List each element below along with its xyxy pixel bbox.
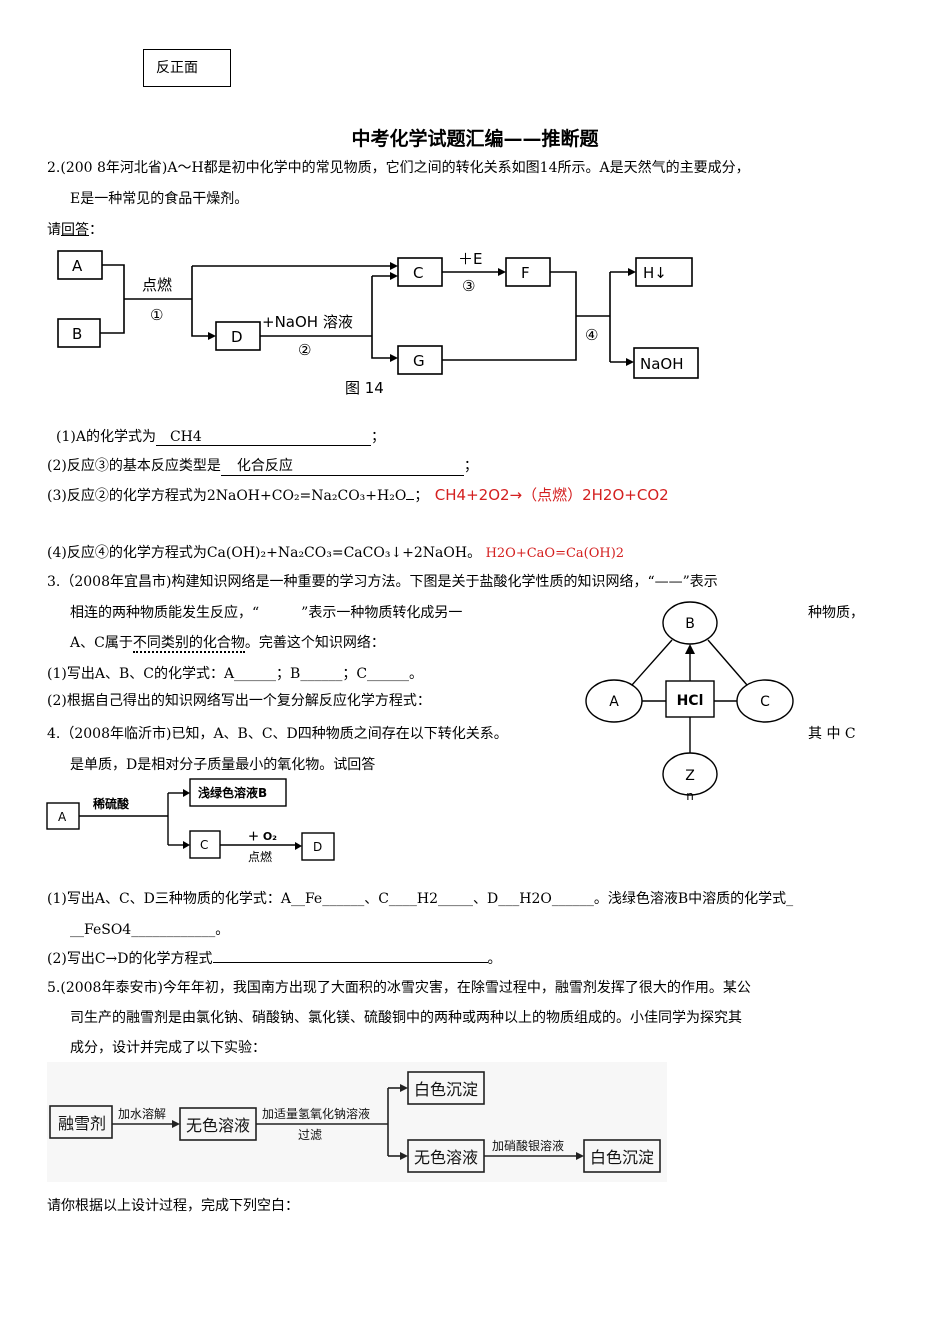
q4-sub2-blank [212,962,488,963]
q3-line3: A、C属于不同类别的化合物。完善这个知识网络： [70,632,385,653]
q2-answer-2-value: 化合反应 [236,458,293,474]
q3-line2: 相连的两种物质能发生反应，“ ”表示一种物质转化成另一 [70,602,462,622]
fig14-ignite: 点燃 [142,276,172,294]
q5-label-clear1: 无色溶液 [186,1116,250,1135]
q3-line2-a: 相连的两种物质能发生反应，“ [70,605,260,621]
q3-sub1: (1)写出A、B、C的化学式：A______；B______；C______。 [47,666,424,682]
q4-label-b: 浅绿色溶液B [198,785,267,800]
q4-label-c: C [200,838,208,852]
q4-sub2: (2)写出C→D的化学方程式 。 [47,948,502,968]
hcl-network-diagram: B A C HCl Z n [585,601,794,803]
hcl-label-b: B [685,616,695,632]
q5-box-snow [49,1105,113,1139]
q2-answer-3-suffix: ； [414,488,429,504]
q2-line1: 2.(200 8年河北省)A～H都是初中化学中的常见物质，它们之间的转化关系如图… [47,160,750,176]
q5-label-add-agno3: 加硝酸银溶液 [492,1138,564,1153]
q2-answer-3-equation: (3)反应②的化学方程式为2NaOH+CO₂=Na₂CO₃+H₂O [47,488,407,504]
header-box-label: 反正面 [156,60,198,76]
q3-line2-tail: 种物质， [808,605,864,621]
q4-diagram: A 稀硫酸 浅绿色溶液B C D ＋ O₂ 点燃 [46,778,335,864]
q2-line2: E是一种常见的食品干燥剂。 [70,191,249,207]
q4-label-d: D [313,840,322,854]
q4-label-acid: 稀硫酸 [93,796,130,811]
hcl-label-zn-2: n [686,789,694,803]
q5-line1: 5.(2008年泰安市)今年年初，我国南方出现了大面积的冰雪灾害，在除雪过程中，… [47,980,751,996]
q2-prompt: 请回答： [47,219,103,239]
hcl-label-zn-1: Z [685,768,695,784]
q3-line3-emphasis: 不同类别的化合物 [132,635,245,653]
q2-answer-2: (2)反应③的基本反应类型是化合反应 ； [47,455,478,476]
q5-label-add-naoh: 加适量氢氧化钠溶液 [262,1106,370,1121]
q4-sub1-line2: __FeSO4____________。 [70,922,230,938]
q5-label-snow: 融雪剂 [58,1114,106,1133]
q5-diagram: 融雪剂 无色溶液 白色沉淀 无色溶液 白色沉淀 加水溶解 加适量氢氧化钠溶液 过… [47,1062,667,1182]
q4-sub2-prefix: (2)写出C→D的化学方程式 [47,951,213,967]
hcl-label-hcl: HCl [677,693,704,709]
q5-label-filter: 过滤 [298,1128,322,1142]
fig14-naoh-solution: +NaOH 溶液 [262,313,353,331]
q4-label-o2: ＋ O₂ [248,830,277,843]
q5-label-white2: 白色沉淀 [590,1148,654,1167]
q4-line1-tail: 其 中 C [808,726,856,742]
fig14-label-d: D [231,328,243,346]
fig14-r4: ④ [585,326,598,344]
q4-label-ignite: 点燃 [248,849,272,864]
q2-answer-4-equation: (4)反应④的化学方程式为Ca(OH)₂+Na₂CO₃=CaCO₃↓+2NaOH… [47,545,482,561]
q2-answer-2-blank: 化合反应 [220,455,464,476]
q4-sub1-line1: (1)写出A、C、D三种物质的化学式：A__Fe______、C____H2__… [47,891,794,907]
q2-answer-3-blank [406,499,415,500]
q2-answer-4: (4)反应④的化学方程式为Ca(OH)₂+Na₂CO₃=CaCO₃↓+2NaOH… [47,542,624,562]
q5-line2: 司生产的融雪剂是由氯化钠、硝酸钠、氯化镁、硫酸铜中的两种或两种以上的物质组成的。… [70,1010,742,1026]
q3-line3-a: A、C属于 [70,635,133,651]
fig14-r3: ③ [462,277,475,295]
q3-line1: 3.（2008年宜昌市)构建知识网络是一种重要的学习方法。下图是关于盐酸化学性质… [47,574,718,590]
fig14-r2: ② [298,341,311,359]
q2-answer-1-prefix: (1)A的化学式为 [56,429,156,445]
q5-diagram-bg [47,1062,667,1182]
q3-line2-b: ”表示一种物质转化成另一 [301,605,463,621]
q5-label-clear2: 无色溶液 [414,1148,478,1167]
q2-answer-1-blank: CH4 [155,429,371,446]
q2-answer-3: (3)反应②的化学方程式为2NaOH+CO₂=Na₂CO₃+H₂O ； CH4+2… [47,484,669,505]
q2-prompt-c: ： [89,222,103,238]
q2-answer-4-red: H2O+CaO=Ca(OH)2 [485,546,625,561]
q3-line3-c: 。完善这个知识网络： [244,635,385,651]
q2-answer-3-red: CH4+2O2→（点燃）2H2O+CO2 [434,486,669,504]
fig14-label-f: F [521,264,530,282]
fig14-label-b: B [72,325,82,343]
q4-box-b [189,778,287,807]
q5-line3: 成分，设计并完成了以下实验： [70,1040,266,1056]
fig14-label-c: C [413,264,423,282]
fig14-plus-e: ＋E [458,250,482,268]
q2-prompt-a: 请 [47,222,61,238]
q4-sub2-suffix: 。 [487,951,502,967]
q2-answer-1-suffix: ； [370,429,385,445]
hcl-label-a: A [609,694,619,710]
fig14-caption: 图 14 [345,379,384,397]
q2-answer-1-value: CH4 [169,429,202,445]
q2-answer-2-prefix: (2)反应③的基本反应类型是 [47,458,221,474]
q5-tail: 请你根据以上设计过程，完成下列空白： [47,1198,299,1214]
q4-line1: 4.（2008年临沂市)已知，A、B、C、D四种物质之间存在以下转化关系。 [47,726,508,742]
q5-label-white1: 白色沉淀 [414,1080,478,1099]
q4-line2: 是单质，D是相对分子质量最小的氧化物。试回答 [70,757,376,773]
q3-sub2: (2)根据自己得出的知识网络写出一个复分解反应化学方程式： [47,693,431,709]
header-box: 反正面 [143,49,231,87]
q4-box-d [301,832,335,861]
page-title: 中考化学试题汇编——推断题 [351,128,599,150]
q2-answer-1: (1)A的化学式为 CH4 ； [56,426,385,446]
fig14-label-naoh: NaOH [640,355,684,373]
fig14-r1: ① [150,306,163,324]
fig14-box-naoh [633,347,699,379]
q4-label-a: A [58,810,67,824]
q2-prompt-b: 回答 [61,222,89,238]
figure-14-diagram: A B D C G F H↓ NaOH 点燃 ① +NaOH 溶液 ② ＋E ③… [57,250,699,397]
fig14-label-h: H↓ [643,264,667,282]
fig14-label-a: A [72,257,83,275]
q2-answer-2-suffix: ； [463,458,478,474]
q5-label-dissolve: 加水溶解 [118,1106,166,1121]
fig14-label-g: G [413,352,425,370]
hcl-label-c: C [760,694,770,710]
